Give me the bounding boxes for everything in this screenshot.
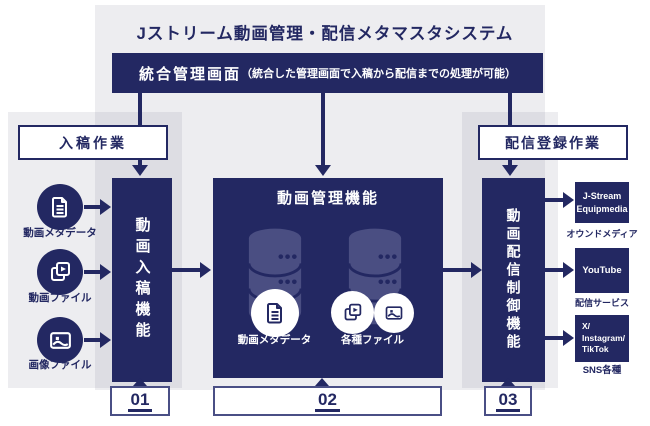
destination-label-delivery-service: 配信サービス — [574, 298, 629, 308]
source-label-metadata: 動画メタデータ — [23, 227, 97, 239]
header-submission-work: 入稿作業 — [18, 125, 168, 160]
step-number-02: 02 — [315, 391, 340, 412]
arrow-to-youtube-head-icon — [563, 262, 574, 278]
source-circle-video-file — [37, 249, 83, 295]
step-box-03: 03 — [484, 386, 532, 416]
arrow-to-sns-line — [545, 336, 564, 340]
destination-youtube: YouTube — [575, 248, 629, 293]
source-circle-image-file — [37, 317, 83, 363]
destination-equipmedia: J-Stream Equipmedia — [575, 182, 629, 223]
arrow-video-head-icon — [100, 264, 111, 280]
step-box-02: 02 — [213, 386, 442, 416]
box-video-submission-function: 動画入稿機能 — [112, 178, 172, 382]
destination-label-sns: SNS各種 — [582, 365, 622, 376]
arrow-management-to-control-line — [443, 268, 472, 272]
diagram-title: Jストリーム動画管理・配信メタマスタシステム — [136, 25, 514, 43]
destination-label-owned-media: オウンドメディア — [566, 229, 638, 239]
destination-sns: X/ Instagram/ TikTok — [575, 315, 629, 362]
arrow-management-to-control-head-icon — [471, 262, 482, 278]
video-file-icon — [344, 303, 362, 321]
document-icon — [51, 197, 67, 218]
integrated-console-band: 統合管理画面（統合した管理画面で入稿から配信までの処理が可能） — [112, 53, 543, 93]
arrow-metadata-line — [84, 205, 101, 209]
item-circle-image-file — [374, 293, 414, 333]
band-sub-label: （統合した管理画面で入稿から配信までの処理が可能） — [241, 68, 516, 80]
item-label-metadata: 動画メタデータ — [237, 334, 312, 346]
source-label-video-file: 動画ファイル — [28, 292, 92, 304]
arrow-to-youtube-line — [545, 268, 564, 272]
destination-sns-line1: X/ — [582, 320, 591, 331]
image-file-icon — [49, 331, 71, 349]
step1-pointer-icon — [133, 378, 147, 386]
destination-equipmedia-line2: Equipmedia — [576, 203, 628, 214]
step-box-01: 01 — [110, 386, 170, 416]
arrow-submission-to-management-line — [172, 268, 201, 272]
arrow-to-equipmedia-line — [545, 198, 564, 202]
arrow-video-line — [84, 270, 101, 274]
header-delivery-registration-work: 配信登録作業 — [478, 125, 628, 160]
arrowhead-right-down-icon — [502, 165, 518, 176]
step2-pointer-icon — [315, 378, 329, 386]
destination-sns-line2: Instagram/ — [582, 332, 625, 343]
arrow-image-head-icon — [100, 332, 111, 348]
arrow-to-sns-head-icon — [563, 330, 574, 346]
step-number-01: 01 — [127, 391, 153, 412]
step3-pointer-icon — [501, 378, 515, 386]
document-icon — [266, 303, 282, 324]
connector-center-down — [321, 93, 325, 165]
arrowhead-center-down-icon — [315, 165, 331, 176]
step-number-03: 03 — [495, 391, 521, 412]
arrow-metadata-head-icon — [100, 199, 111, 215]
item-label-various-files: 各種ファイル — [341, 334, 404, 346]
arrowhead-left-down-icon — [132, 165, 148, 176]
destination-equipmedia-line1: J-Stream — [582, 191, 622, 202]
arrow-image-line — [84, 338, 101, 342]
arrow-submission-to-management-head-icon — [200, 262, 211, 278]
item-circle-metadata — [251, 289, 299, 337]
box-video-delivery-control-function: 動画配信制御機能 — [482, 178, 545, 382]
source-circle-metadata — [37, 184, 83, 230]
item-circle-video-file — [331, 291, 374, 334]
image-file-icon — [385, 306, 403, 320]
destination-youtube-line1: YouTube — [582, 265, 622, 276]
source-label-image-file: 画像ファイル — [28, 359, 92, 371]
arrow-to-equipmedia-head-icon — [563, 192, 574, 208]
video-file-icon — [51, 262, 70, 281]
destination-sns-line3: TikTok — [582, 344, 609, 355]
band-main-label: 統合管理画面 — [138, 65, 241, 83]
video-management-title: 動画管理機能 — [276, 190, 379, 207]
